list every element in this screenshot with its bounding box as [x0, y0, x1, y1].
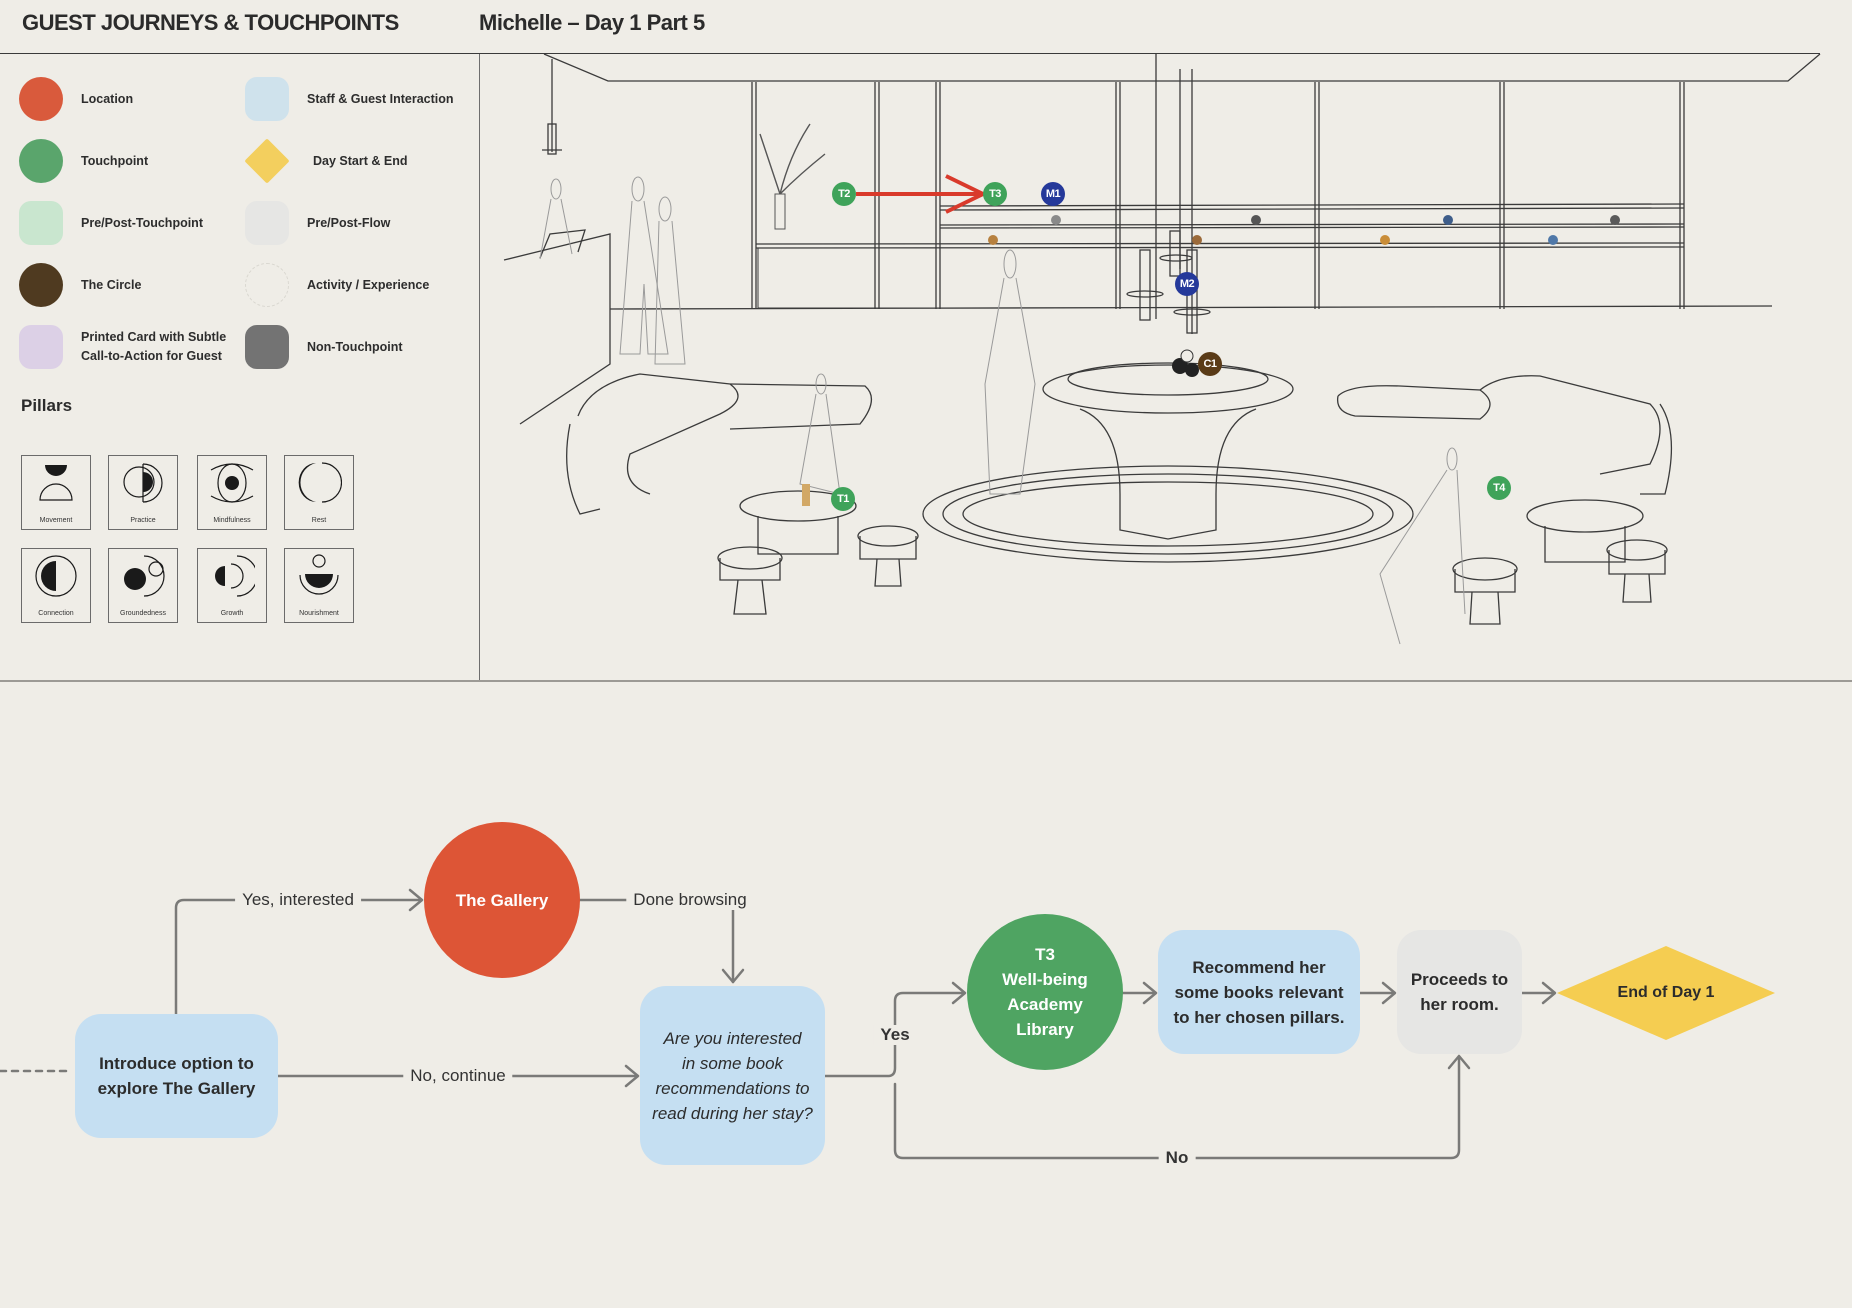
connection-icon: [35, 555, 77, 597]
arrowhead-icon: [408, 888, 424, 912]
marker-t3[interactable]: T3: [983, 182, 1007, 206]
arrowhead-icon: [1142, 981, 1158, 1005]
legend-item-pre-post-touchpoint: Pre/Post-Touchpoint: [19, 201, 203, 245]
node-book-question[interactable]: Are you interested in some book recommen…: [640, 986, 825, 1165]
arrowhead-icon: [951, 981, 967, 1005]
node-introduce-gallery[interactable]: Introduce option to explore The Gallery: [75, 1014, 278, 1138]
pillar-growth: Growth: [197, 548, 267, 623]
label-yes-interested: Yes, interested: [235, 890, 361, 910]
label-done-browsing: Done browsing: [626, 890, 754, 910]
pillar-mindfulness: Mindfulness: [197, 455, 267, 530]
marker-m1[interactable]: M1: [1041, 182, 1065, 206]
label-no-continue: No, continue: [403, 1066, 513, 1086]
page-subtitle: Michelle – Day 1 Part 5: [479, 10, 705, 35]
arrowhead-icon: [1447, 1054, 1471, 1070]
legend-item-staff-guest: Staff & Guest Interaction: [245, 77, 454, 121]
non-touchpoint-swatch-icon: [245, 325, 289, 369]
arrowhead-icon: [1541, 981, 1557, 1005]
movement-icon: [39, 465, 73, 501]
connector-done-browsing: [578, 898, 735, 984]
legend-item-touchpoint: Touchpoint: [19, 139, 148, 183]
ceiling-line: [543, 54, 1821, 82]
pillar-nourishment: Nourishment: [284, 548, 354, 623]
lounge-sketch: [503, 54, 1821, 645]
end-of-day-diamond[interactable]: [1557, 946, 1775, 1040]
touchpoint-swatch-icon: [19, 139, 63, 183]
legend-item-day-start-end: Day Start & End: [244, 138, 407, 184]
practice-icon: [123, 463, 163, 503]
the-circle-swatch-icon: [19, 263, 63, 307]
rest-icon: [298, 462, 342, 503]
connector-yes-interested: [174, 898, 422, 1016]
pillar-rest: Rest: [284, 455, 354, 530]
growth-icon: [215, 555, 255, 597]
pillar-groundedness: Groundedness: [108, 548, 178, 623]
pre-post-touchpoint-swatch-icon: [19, 201, 63, 245]
page-title: GUEST JOURNEYS & TOUCHPOINTS: [22, 10, 399, 35]
end-of-day-label: End of Day 1: [1617, 984, 1715, 1001]
legend-item-non-touchpoint: Non-Touchpoint: [245, 325, 403, 369]
nourishment-icon: [299, 554, 339, 595]
arrowhead-icon: [624, 1064, 640, 1088]
marker-t2[interactable]: T2: [832, 182, 856, 206]
pillar-practice: Practice: [108, 455, 178, 530]
arrowhead-icon: [721, 968, 745, 984]
arrowhead-icon: [1381, 981, 1397, 1005]
activity-swatch-icon: [245, 263, 289, 307]
legend-item-the-circle: The Circle: [19, 263, 141, 307]
pre-post-flow-swatch-icon: [245, 201, 289, 245]
printed-card-swatch-icon: [19, 325, 63, 369]
marker-t1[interactable]: T1: [831, 487, 855, 511]
marker-c1[interactable]: C1: [1198, 352, 1222, 376]
marker-t4[interactable]: T4: [1487, 476, 1511, 500]
legend-item-activity: Activity / Experience: [245, 263, 429, 307]
location-swatch-icon: [19, 77, 63, 121]
header-divider: [0, 53, 1820, 54]
node-t3-library[interactable]: T3 Well-being Academy Library: [967, 914, 1123, 1070]
legend-item-printed-card: Printed Card with Subtle Call-to-Action …: [19, 325, 226, 369]
node-the-gallery[interactable]: The Gallery: [424, 822, 580, 978]
mindfulness-icon: [210, 463, 254, 503]
pillar-connection: Connection: [21, 548, 91, 623]
legend-divider: [479, 54, 480, 681]
pillars-title: Pillars: [21, 396, 73, 415]
marker-m2[interactable]: M2: [1175, 272, 1199, 296]
staff-guest-swatch-icon: [245, 77, 289, 121]
legend-item-location: Location: [19, 77, 133, 121]
node-recommend-books[interactable]: Recommend her some books relevant to her…: [1158, 930, 1360, 1054]
label-no: No: [1158, 1148, 1196, 1168]
label-yes: Yes: [873, 1025, 917, 1045]
node-proceeds-room[interactable]: Proceeds to her room.: [1397, 930, 1522, 1054]
section-divider: [0, 680, 1852, 682]
legend-item-pre-post-flow: Pre/Post-Flow: [245, 201, 390, 245]
groundedness-icon: [124, 555, 165, 597]
connector-no: [893, 1056, 1461, 1160]
pillar-movement: Movement: [21, 455, 91, 530]
